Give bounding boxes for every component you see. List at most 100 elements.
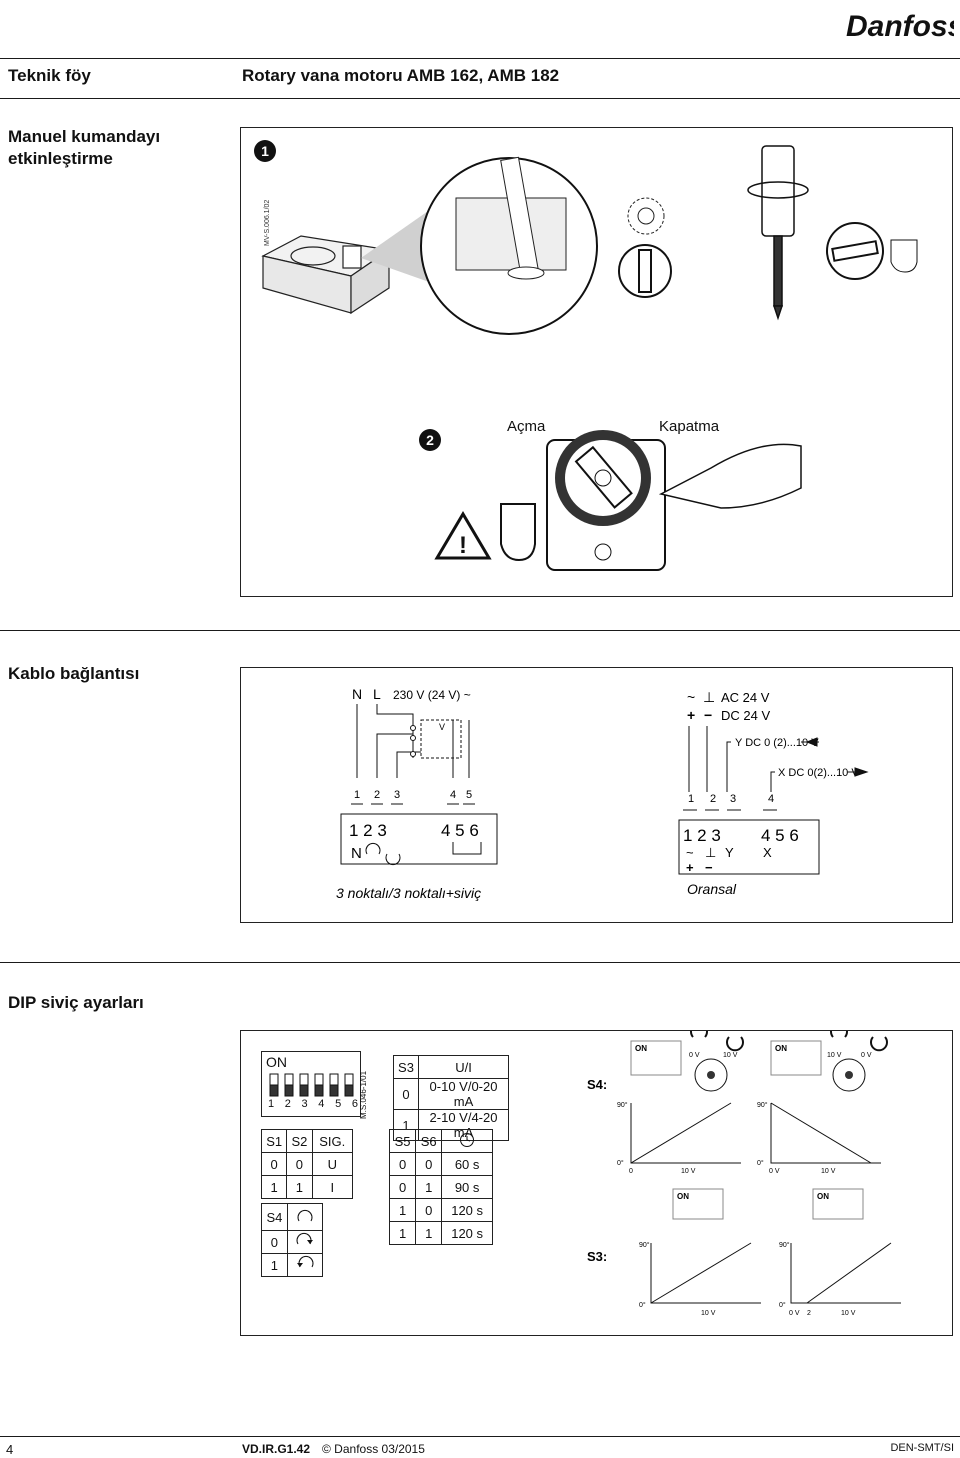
footer-code: DEN-SMT/SI <box>890 1442 954 1454</box>
right-box-terms-b: 4 5 6 <box>761 826 799 845</box>
supply-label: 230 V (24 V) ~ <box>393 688 471 702</box>
right-ac-symbol: ~ <box>686 845 694 860</box>
s5s6-row2-s6: 0 <box>415 1198 443 1222</box>
s5s6-row0-s6: 0 <box>415 1152 443 1176</box>
s4-right-0v-axis: 0 V <box>769 1168 780 1175</box>
dip-on-label: ON <box>266 1054 287 1070</box>
x-signal-label: X DC 0(2)...10 V <box>778 767 859 779</box>
dip-rule <box>0 962 960 963</box>
doc-code: VD.IR.G1.42 <box>242 1442 311 1456</box>
left-top-term-4: 4 <box>450 789 456 801</box>
clock-icon-cell <box>441 1129 493 1153</box>
s4-right-90: 90° <box>757 1101 768 1109</box>
wiring-left-diagram: N L 230 V (24 V) ~ V 1 2 3 4 <box>336 686 498 901</box>
y-signal-label: Y DC 0 (2)...10 V <box>735 737 819 749</box>
left-top-term-1: 1 <box>354 789 360 801</box>
right-top-term-3: 3 <box>730 793 736 805</box>
rotate-icon <box>627 197 665 235</box>
s4-left-10v: 10 V <box>723 1052 738 1059</box>
left-caption: 3 noktalı/3 noktalı+siviç <box>336 885 481 901</box>
s3-graph-right <box>790 1242 901 1304</box>
manual-section-title: Manuel kumandayı etkinleştirme <box>8 126 160 170</box>
s3-right-0deg: 0° <box>779 1301 786 1309</box>
wiring-right-diagram: ~ ⊥ + − AC 24 V DC 24 V Y DC 0 (2)...10 … <box>678 689 869 897</box>
s5s6-row1-time: 90 s <box>441 1175 493 1199</box>
s4-graph-left <box>630 1102 741 1164</box>
s5s6-row1-s5: 0 <box>388 1175 417 1199</box>
s4-direction-icon-cell <box>286 1203 324 1231</box>
wire-N-label: N <box>352 686 362 702</box>
page-title: Rotary vana motoru AMB 162, AMB 182 <box>242 66 560 85</box>
ui-header: U/I <box>418 1055 509 1079</box>
wiring-rule <box>0 630 960 631</box>
wire-L-label: L <box>373 686 381 702</box>
danfoss-logo: Danfoss <box>842 6 960 46</box>
s4-right-axis-10v: 10 V <box>821 1168 836 1175</box>
knob-rotated-icon <box>826 222 884 280</box>
step1-marker: 1 <box>254 140 276 162</box>
logo-text: Danfoss <box>846 10 954 43</box>
dip-num-4: 4 <box>318 1098 325 1110</box>
sig-header: SIG. <box>311 1129 354 1153</box>
step2-marker: 2 <box>419 429 441 451</box>
s3-left-0deg: 0° <box>639 1301 646 1309</box>
left-top-term-2: 2 <box>374 789 380 801</box>
s4-right-0v: 0 V <box>861 1052 872 1059</box>
s5s6-row2-s5: 1 <box>388 1198 417 1222</box>
s4-right-setting: ON 10 V 0 V <box>770 1031 888 1092</box>
s3-left-axis-10v: 10 V <box>701 1310 716 1317</box>
s3-right-90: 90° <box>779 1241 790 1249</box>
wiring-panel: N L 230 V (24 V) ~ V 1 2 3 4 <box>240 667 953 923</box>
s3-graph-left <box>650 1242 761 1304</box>
right-y-label: Y <box>725 845 734 860</box>
s4-right-cw-icon <box>870 1036 888 1052</box>
actuator-illustration <box>261 235 391 315</box>
right-box-terms-a: 1 2 3 <box>683 826 721 845</box>
s3-left-on: ON <box>677 1192 689 1201</box>
s5s6-row3-s5: 1 <box>388 1221 417 1245</box>
actuator-front-view <box>546 430 666 571</box>
header-rule <box>0 58 960 59</box>
s5s6-row3-time: 120 s <box>441 1221 493 1245</box>
rotation-arrows-icon <box>365 842 401 866</box>
s3-right-on: ON <box>817 1192 829 1201</box>
s4-right-ccw-icon <box>830 1031 848 1038</box>
s3-row0-s3: 0 <box>393 1078 419 1110</box>
s3-right-axis-10v: 10 V <box>841 1310 856 1317</box>
gnd-symbol: ⊥ <box>703 689 715 705</box>
s4-graph-label: S4: <box>587 1077 607 1092</box>
s4-left-90: 90° <box>617 1101 628 1109</box>
s4-left-0: 0 <box>629 1168 633 1175</box>
s5-header: S5 <box>388 1129 417 1153</box>
counterclockwise-icon <box>296 1255 314 1267</box>
hand-icon <box>890 239 918 273</box>
step2-number: 2 <box>426 432 434 448</box>
s3-right-dip <box>812 1188 864 1220</box>
s5s6-row3-s6: 1 <box>415 1221 443 1245</box>
s2-header: S2 <box>286 1129 313 1153</box>
right-plus-symbol: + <box>686 860 694 875</box>
manual-title-line1: Manuel kumandayı <box>8 127 161 146</box>
left-top-term-5: 5 <box>466 789 472 801</box>
s5s6-row1-s6: 1 <box>415 1175 443 1199</box>
clock-icon <box>460 1132 475 1147</box>
close-label: Kapatma <box>659 418 720 435</box>
s3-left-90: 90° <box>639 1241 650 1249</box>
dip-switch-block: ON 1 2 3 4 5 6 <box>261 1051 361 1117</box>
s4-row1: 1 <box>261 1253 288 1277</box>
s3-left-dip <box>672 1188 724 1220</box>
ac-symbol: ~ <box>687 689 695 705</box>
s4-graph-right <box>770 1102 881 1164</box>
s1s2-row0-s1: 0 <box>260 1152 288 1176</box>
dip-switch-numbers: 1 2 3 4 5 6 <box>268 1098 358 1110</box>
dip-switches <box>269 1073 354 1097</box>
minus-symbol: − <box>704 707 712 723</box>
dip-num-3: 3 <box>301 1098 308 1110</box>
plus-symbol: + <box>687 707 695 723</box>
s4-right-0deg: 0° <box>757 1159 764 1167</box>
manual-panel: 1 MV-S.006.1/02 <box>240 127 953 597</box>
dip-num-6: 6 <box>351 1098 358 1110</box>
